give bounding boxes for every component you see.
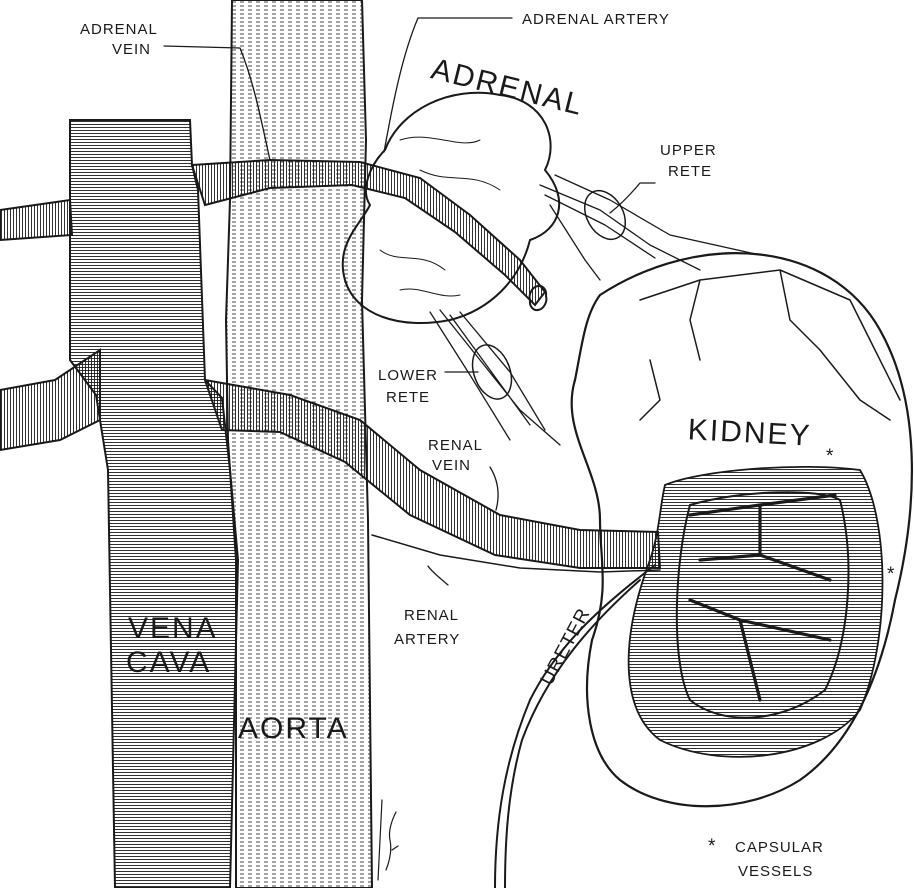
artist-signature	[378, 800, 398, 880]
vena-cava-label-2: CAVA	[126, 646, 211, 679]
vena-cava	[0, 120, 238, 888]
left-upper-branch	[0, 200, 72, 240]
capsular-vessels-label-2: VESSELS	[738, 863, 813, 880]
lower-rete-label-2: RETE	[386, 389, 430, 406]
renal-vein-label-1: RENAL	[428, 437, 483, 454]
upper-rete-bundle	[540, 175, 760, 280]
adrenal-vein-label-2: VEIN	[112, 41, 151, 58]
left-lower-branch	[0, 350, 100, 450]
renal-vein-label-2: VEIN	[432, 457, 471, 474]
lower-rete-bundle	[430, 310, 560, 445]
kidney-marker-2: *	[887, 564, 895, 585]
kidney-marker-1: *	[826, 446, 834, 467]
aorta-label: AORTA	[238, 712, 349, 745]
adrenal-artery-label: ADRENAL ARTERY	[522, 11, 670, 28]
capsular-asterisk: *	[708, 836, 716, 857]
renal-artery-label-2: ARTERY	[394, 631, 460, 648]
vena-cava-label-1: VENA	[128, 612, 218, 645]
renal-artery-label-1: RENAL	[404, 607, 459, 624]
capsular-vessels-label-1: CAPSULAR	[735, 839, 824, 856]
adrenal-vein-label-1: ADRENAL	[80, 21, 158, 38]
adrenal-label: ADRENAL	[428, 53, 587, 123]
kidney-label: KIDNEY	[687, 413, 812, 452]
kidney-section	[629, 467, 883, 757]
upper-rete-label-2: RETE	[668, 163, 712, 180]
lower-rete-label-1: LOWER	[378, 367, 438, 384]
ureter-label: URETER	[537, 605, 595, 689]
vena-cava-body	[70, 120, 238, 888]
upper-rete-label-1: UPPER	[660, 142, 717, 159]
kidney	[572, 253, 912, 806]
